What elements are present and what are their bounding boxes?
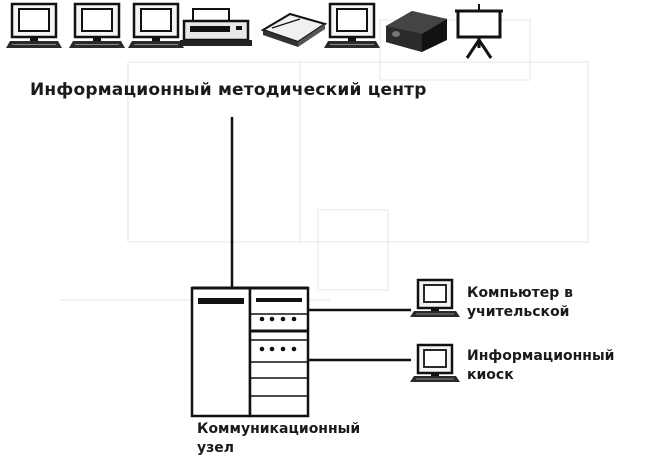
computer-icon bbox=[4, 2, 64, 50]
center-label-text: Информационный методический центр bbox=[30, 80, 427, 100]
kiosk-label-line2: киоск bbox=[467, 367, 514, 383]
printer-icon bbox=[180, 8, 252, 46]
teacher-computer-icon bbox=[408, 278, 462, 319]
communication-node-label: Коммуникационный узел bbox=[197, 420, 360, 458]
kiosk-label-line1: Информационный bbox=[467, 348, 615, 364]
kiosk-computer-icon bbox=[408, 343, 462, 384]
computer-icon bbox=[67, 2, 127, 50]
communication-node-icon bbox=[190, 286, 310, 418]
background-bleed bbox=[60, 19, 589, 301]
teacher-label-line2: учительской bbox=[467, 304, 570, 320]
teacher-label-line1: Компьютер в bbox=[467, 285, 574, 301]
center-label: Информационный методический центр bbox=[30, 80, 427, 100]
projection-screen-icon bbox=[455, 4, 503, 59]
computer-icon bbox=[322, 2, 382, 50]
scanner-icon bbox=[260, 12, 328, 47]
node-label-line1: Коммуникационный bbox=[197, 421, 361, 437]
node-label-line2: узел bbox=[197, 440, 235, 456]
projector-icon bbox=[386, 11, 447, 52]
kiosk-label: Информационный киоск bbox=[467, 347, 614, 385]
devices-row bbox=[4, 2, 503, 59]
teacher-computer-label: Компьютер в учительской bbox=[467, 284, 573, 322]
computer-icon bbox=[126, 2, 186, 50]
